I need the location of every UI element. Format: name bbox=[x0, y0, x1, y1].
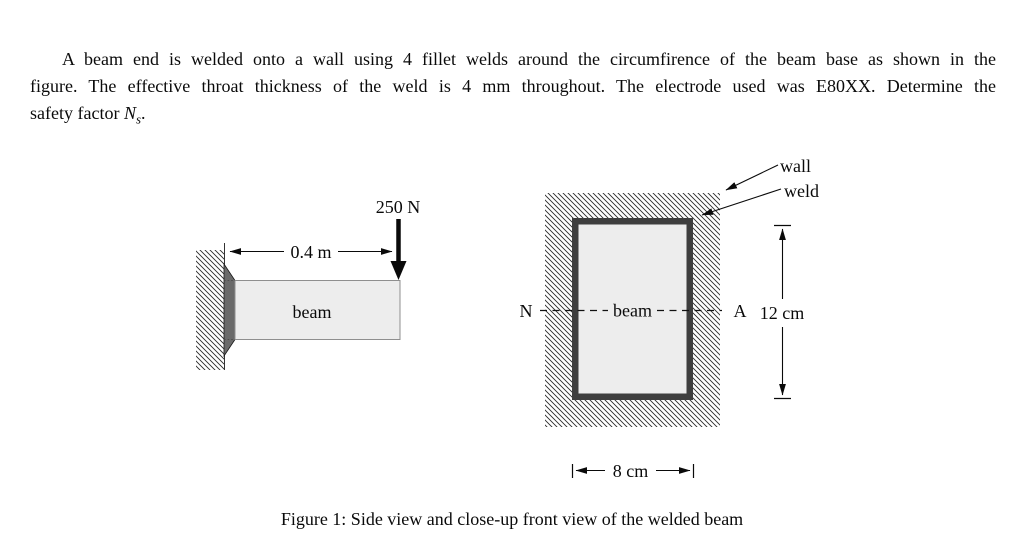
wall-callout-leader-arrow bbox=[725, 164, 779, 191]
problem-line-1: A beam end is welded onto a wall using 4… bbox=[62, 49, 996, 69]
wall-hatch-side bbox=[196, 250, 224, 370]
problem-statement: A beam end is welded onto a wall using 4… bbox=[30, 46, 996, 127]
force-label: 250 N bbox=[376, 197, 421, 217]
figure-1-graphic: beam 0.4 m 250 N beam N A bbox=[196, 156, 820, 481]
width-dimension-label: 8 cm bbox=[613, 461, 649, 481]
neutral-axis-label-N: N bbox=[520, 301, 533, 321]
force-arrow-head bbox=[390, 261, 407, 280]
safety-factor-subscript: s bbox=[135, 111, 142, 127]
wall-callout-label: wall bbox=[780, 156, 811, 176]
beam-label-side: beam bbox=[293, 302, 332, 322]
beam-side-rect bbox=[234, 280, 401, 340]
height-dimension-label: 12 cm bbox=[760, 303, 805, 323]
length-dimension-label: 0.4 m bbox=[290, 242, 331, 262]
problem-line-2: figure. The effective throat thickness o… bbox=[30, 76, 996, 96]
weld-fillet-shape bbox=[223, 262, 236, 358]
side-view-diagram: beam 0.4 m 250 N bbox=[196, 197, 420, 370]
beam-label-front: beam bbox=[613, 301, 652, 321]
problem-line-3-text: safety factor bbox=[30, 103, 124, 123]
weld-callout-label: weld bbox=[784, 181, 819, 201]
front-view-diagram: beam N A 12 cm 8 cm wall weld bbox=[520, 156, 820, 481]
beam-front-rect bbox=[578, 224, 687, 394]
problem-line-3-period: . bbox=[141, 103, 146, 123]
figure-caption: Figure 1: Side view and close-up front v… bbox=[280, 509, 744, 529]
problem-line-3: safety factor Ns. bbox=[30, 100, 996, 127]
axis-point-label-A: A bbox=[734, 301, 747, 321]
safety-factor-symbol: N bbox=[123, 103, 136, 123]
weld-callout-leader-arrow bbox=[701, 188, 782, 216]
